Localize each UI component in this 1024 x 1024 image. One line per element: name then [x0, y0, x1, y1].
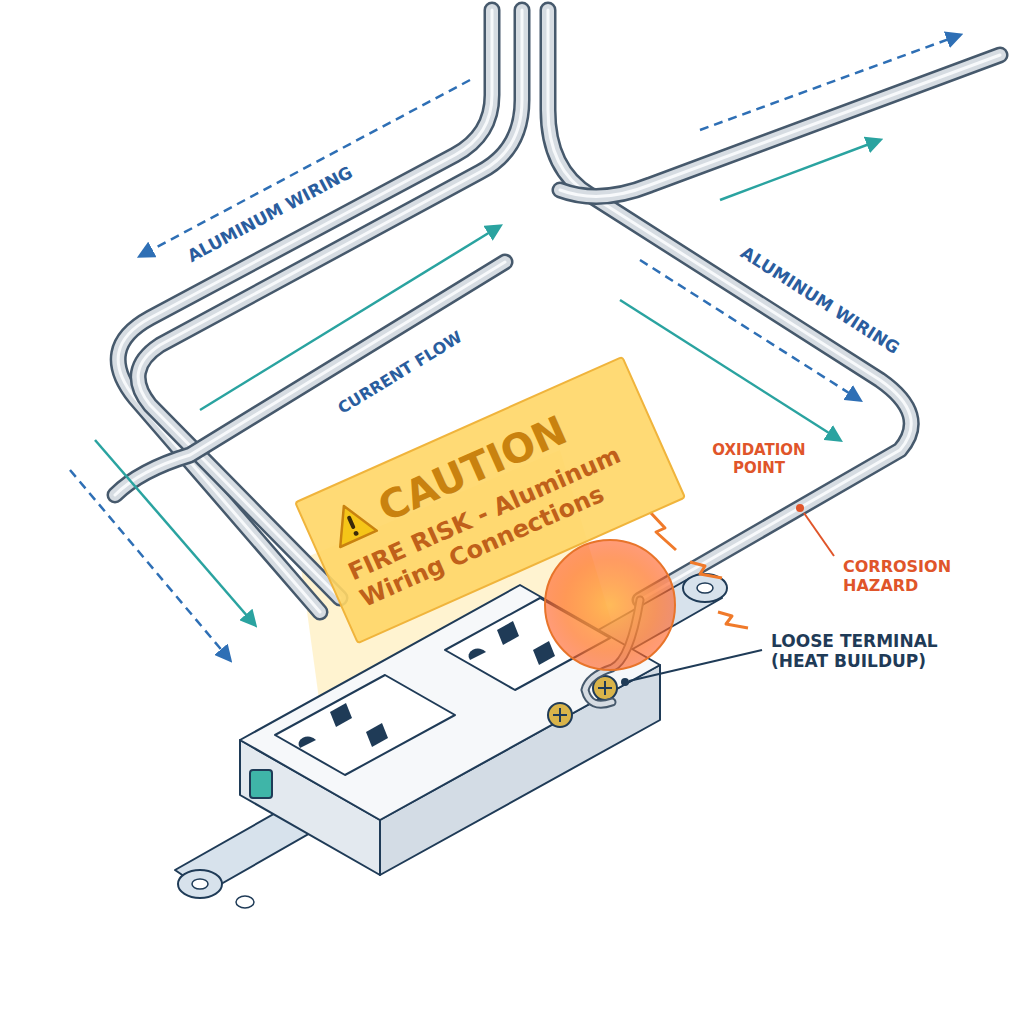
- spark-symbol: [650, 512, 676, 550]
- spark-symbol: [718, 612, 748, 628]
- plug-slot: [366, 723, 388, 747]
- wire-body: [560, 55, 1000, 196]
- flow-arrow: [640, 260, 860, 400]
- terminal-screw: [548, 703, 572, 727]
- callout-label: OXIDATION POINT: [700, 440, 818, 478]
- current-arrow: [200, 226, 500, 410]
- warning-icon: [323, 495, 379, 549]
- exclamation-dot: [353, 530, 359, 536]
- ground-hole: [298, 737, 316, 748]
- screw-hole: [236, 896, 254, 908]
- current-arrow: [620, 300, 840, 440]
- screw-hole: [697, 583, 713, 593]
- wire-highlight: [560, 55, 1000, 196]
- spark-symbol: [690, 562, 722, 578]
- warning-triangle: [326, 498, 377, 547]
- callout-label: ALUMINUM WIRING: [181, 160, 359, 269]
- plug-slot: [497, 621, 519, 645]
- ground-hole: [468, 649, 486, 660]
- screw-slot: [553, 708, 567, 722]
- flow-arrow: [140, 80, 470, 256]
- leader-line: [629, 650, 762, 681]
- strap-ear: [178, 870, 222, 898]
- callout-label: LOOSE TERMINAL (HEAT BUILDUP): [768, 630, 974, 673]
- callout-label: CORROSION HAZARD: [840, 556, 974, 596]
- plug-slot: [533, 641, 555, 665]
- flow-arrow: [70, 470, 230, 660]
- leader-dot: [796, 504, 804, 512]
- receptacle: [275, 675, 455, 775]
- heat-spot: [545, 540, 675, 670]
- flow-arrow: [700, 35, 960, 130]
- current-arrow: [720, 140, 880, 200]
- screw-slot: [598, 681, 612, 695]
- callout-label: CURRENT FLOW: [331, 324, 468, 419]
- leader-line: [804, 513, 834, 556]
- current-arrow: [95, 440, 255, 625]
- screw-hole: [192, 879, 208, 889]
- exclamation-bar: [347, 515, 356, 529]
- callout-label: ALUMINUM WIRING: [734, 240, 906, 361]
- wire-outline: [560, 55, 1000, 196]
- leader-dot: [621, 678, 629, 686]
- plug-slot: [330, 703, 352, 727]
- ground-terminal: [250, 770, 272, 798]
